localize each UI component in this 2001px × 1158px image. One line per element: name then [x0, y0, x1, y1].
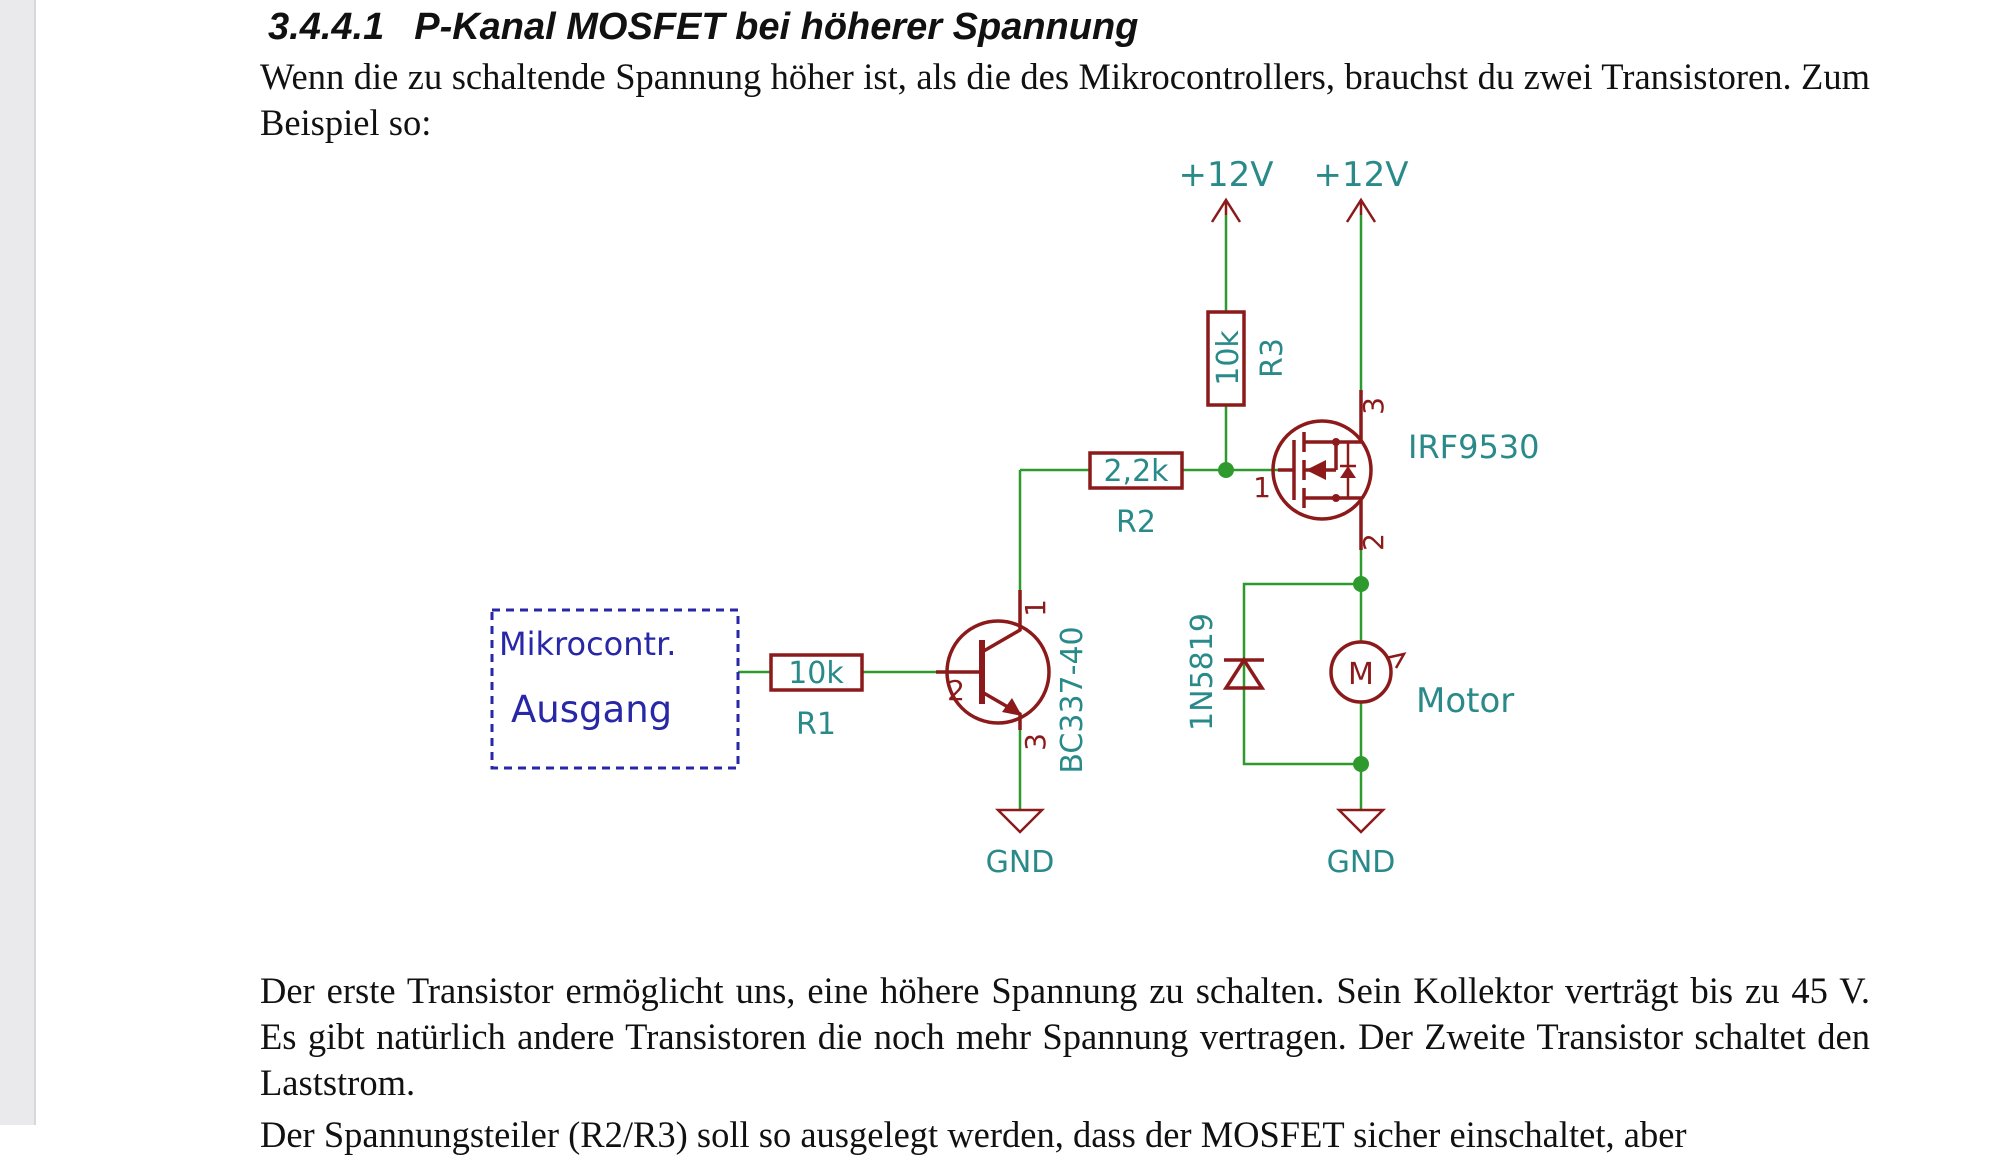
r1-ref: R1 — [796, 707, 836, 742]
mosfet-drain-lead — [1336, 496, 1363, 550]
supply-right-arrow-icon — [1345, 197, 1377, 223]
junction-gnd-node — [1353, 756, 1369, 772]
supply-right-label: +12V — [1313, 155, 1408, 195]
r2-ref: R2 — [1116, 505, 1156, 540]
mosfet-dot-bottom — [1332, 494, 1340, 502]
r2-value: 2,2k — [1103, 454, 1169, 489]
gnd-right-label: GND — [1327, 845, 1396, 880]
wire-diode-loop — [1242, 582, 1361, 766]
supply-symbols — [1210, 197, 1377, 223]
bjt-arrow-icon — [1002, 698, 1022, 716]
mosfet-source-lead — [1336, 390, 1363, 444]
mcu-box-line2: Ausgang — [511, 688, 672, 731]
mosfet-pin-source: 3 — [1357, 397, 1390, 415]
gnd-right-icon — [1335, 808, 1387, 834]
mcu-box — [490, 608, 740, 770]
motor — [1329, 640, 1407, 704]
motor-symbol: M — [1348, 657, 1374, 692]
junction-gate-node — [1218, 462, 1234, 478]
diode-triangle-icon — [1222, 656, 1266, 690]
bjt-name: BC337-40 — [1055, 626, 1090, 773]
document-page: 3.4.4.1 P-Kanal MOSFET bei höherer Spannu… — [36, 0, 2001, 1155]
resistor-r1 — [769, 653, 864, 692]
supply-left-label: +12V — [1178, 155, 1273, 195]
bjt-pin-emitter: 3 — [1019, 733, 1052, 751]
resistor-r3 — [1206, 310, 1246, 407]
mosfet-arrow-icon — [1306, 460, 1326, 480]
diode-1n5819 — [1222, 656, 1266, 690]
bjt-collector-lead — [981, 590, 1022, 654]
section-title: P-Kanal MOSFET bei höherer Spannung — [414, 6, 1139, 48]
motor-label: Motor — [1416, 681, 1514, 721]
cut-off-paragraph: Der Spannungsteiler (R2/R3) soll so ausg… — [260, 1114, 1687, 1155]
mosfet-pin-drain: 2 — [1357, 533, 1390, 551]
mosfet-dot-top — [1332, 438, 1340, 446]
mcu-box-line1: Mikrocontr. — [499, 625, 676, 663]
left-gutter — [0, 0, 36, 1125]
section-heading: 3.4.4.1 P-Kanal MOSFET bei höherer Spannu… — [268, 6, 1138, 49]
resistor-r2 — [1088, 451, 1184, 490]
r1-value: 10k — [788, 656, 844, 691]
motor-arrow-icon — [1385, 652, 1407, 669]
motor-body — [1329, 640, 1393, 704]
junctions — [1218, 462, 1369, 772]
gnd-symbols — [994, 808, 1387, 834]
r3-value: 10k — [1211, 330, 1246, 386]
gnd-left-icon — [994, 808, 1046, 834]
r3-ref: R3 — [1255, 338, 1290, 378]
wires — [738, 215, 1363, 810]
bjt-bc337 — [936, 590, 1051, 730]
mosfet-body — [1271, 419, 1373, 521]
supply-left-arrow-icon — [1210, 197, 1242, 223]
mosfet-pin-gate: 1 — [1253, 471, 1271, 504]
intro-paragraph: Wenn die zu schaltende Spannung höher is… — [260, 56, 1870, 143]
gnd-left-label: GND — [986, 845, 1055, 880]
junction-drain-node — [1353, 576, 1369, 592]
bjt-pin-collector: 1 — [1019, 599, 1052, 617]
bjt-pin-base: 2 — [947, 674, 965, 707]
diode-name: 1N5819 — [1185, 613, 1220, 731]
body-paragraph: Der erste Transistor ermöglicht uns, ein… — [260, 970, 1870, 1103]
section-number: 3.4.4.1 — [268, 6, 385, 48]
mosfet-name: IRF9530 — [1408, 428, 1540, 466]
mosfet-diode-icon — [1340, 466, 1356, 478]
circuit-schematic: +12V +12V 10k R3 2,2k R2 10k R1 — [490, 155, 1540, 880]
